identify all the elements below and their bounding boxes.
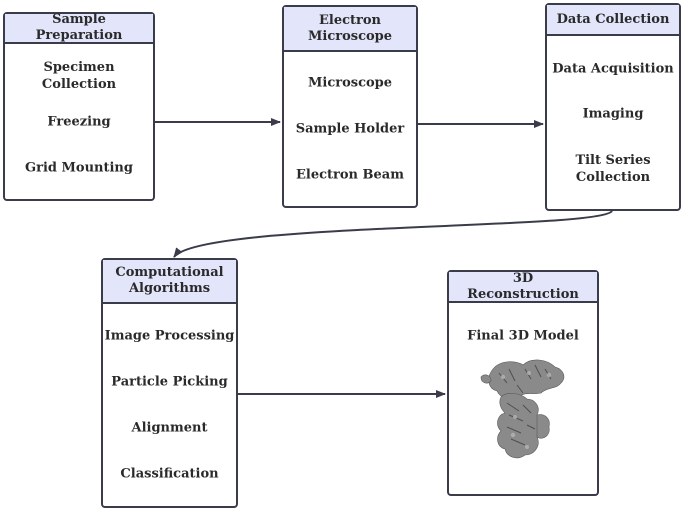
computational-algorithms-box: Computational Algorithms Image Processin… [101, 258, 238, 508]
arrow-collection-to-algorithms [173, 210, 613, 258]
box-item: Particle Picking [111, 374, 228, 390]
box-title: Computational Algorithms [103, 260, 236, 304]
data-collection-box: Data Collection Data Acquisition Imaging… [545, 3, 681, 211]
box-title: Electron Microscope [284, 7, 416, 52]
box-item: Alignment [131, 420, 208, 436]
box-item: Imaging [582, 106, 644, 122]
data-collection-title: Data Collection [556, 11, 670, 27]
sample-preparation-box: Sample Preparation Specimen Collection F… [3, 12, 155, 201]
box-item: Data Acquisition [552, 61, 674, 77]
electron-microscope-box: Electron Microscope Microscope Sample Ho… [282, 5, 418, 208]
sample-preparation-title: Sample Preparation [35, 12, 123, 43]
box-item: Sample Holder [295, 121, 405, 137]
box-item: Freezing [47, 114, 111, 130]
electron-microscope-title: Electron Microscope [307, 12, 393, 44]
protein-density-map-icon [480, 359, 565, 459]
box-item: Electron Beam [296, 167, 404, 183]
computational-algorithms-title: Computational Algorithms [115, 265, 224, 296]
3d-reconstruction-title: 3D Reconstruction [467, 270, 579, 302]
box-item: Image Processing [104, 328, 235, 344]
box-item: Microscope [307, 75, 393, 91]
box-item: Final 3D Model [467, 328, 579, 344]
3d-reconstruction-box: 3D Reconstruction Final 3D Model [447, 270, 599, 496]
box-item: Specimen Collection [41, 60, 117, 92]
box-item: Grid Mounting [25, 160, 133, 176]
box-title: 3D Reconstruction [449, 270, 597, 303]
box-title: Data Collection [547, 5, 679, 36]
box-title: Sample Preparation [5, 12, 153, 44]
box-item: Tilt Series Collection [575, 153, 651, 185]
box-item: Classification [120, 466, 219, 482]
